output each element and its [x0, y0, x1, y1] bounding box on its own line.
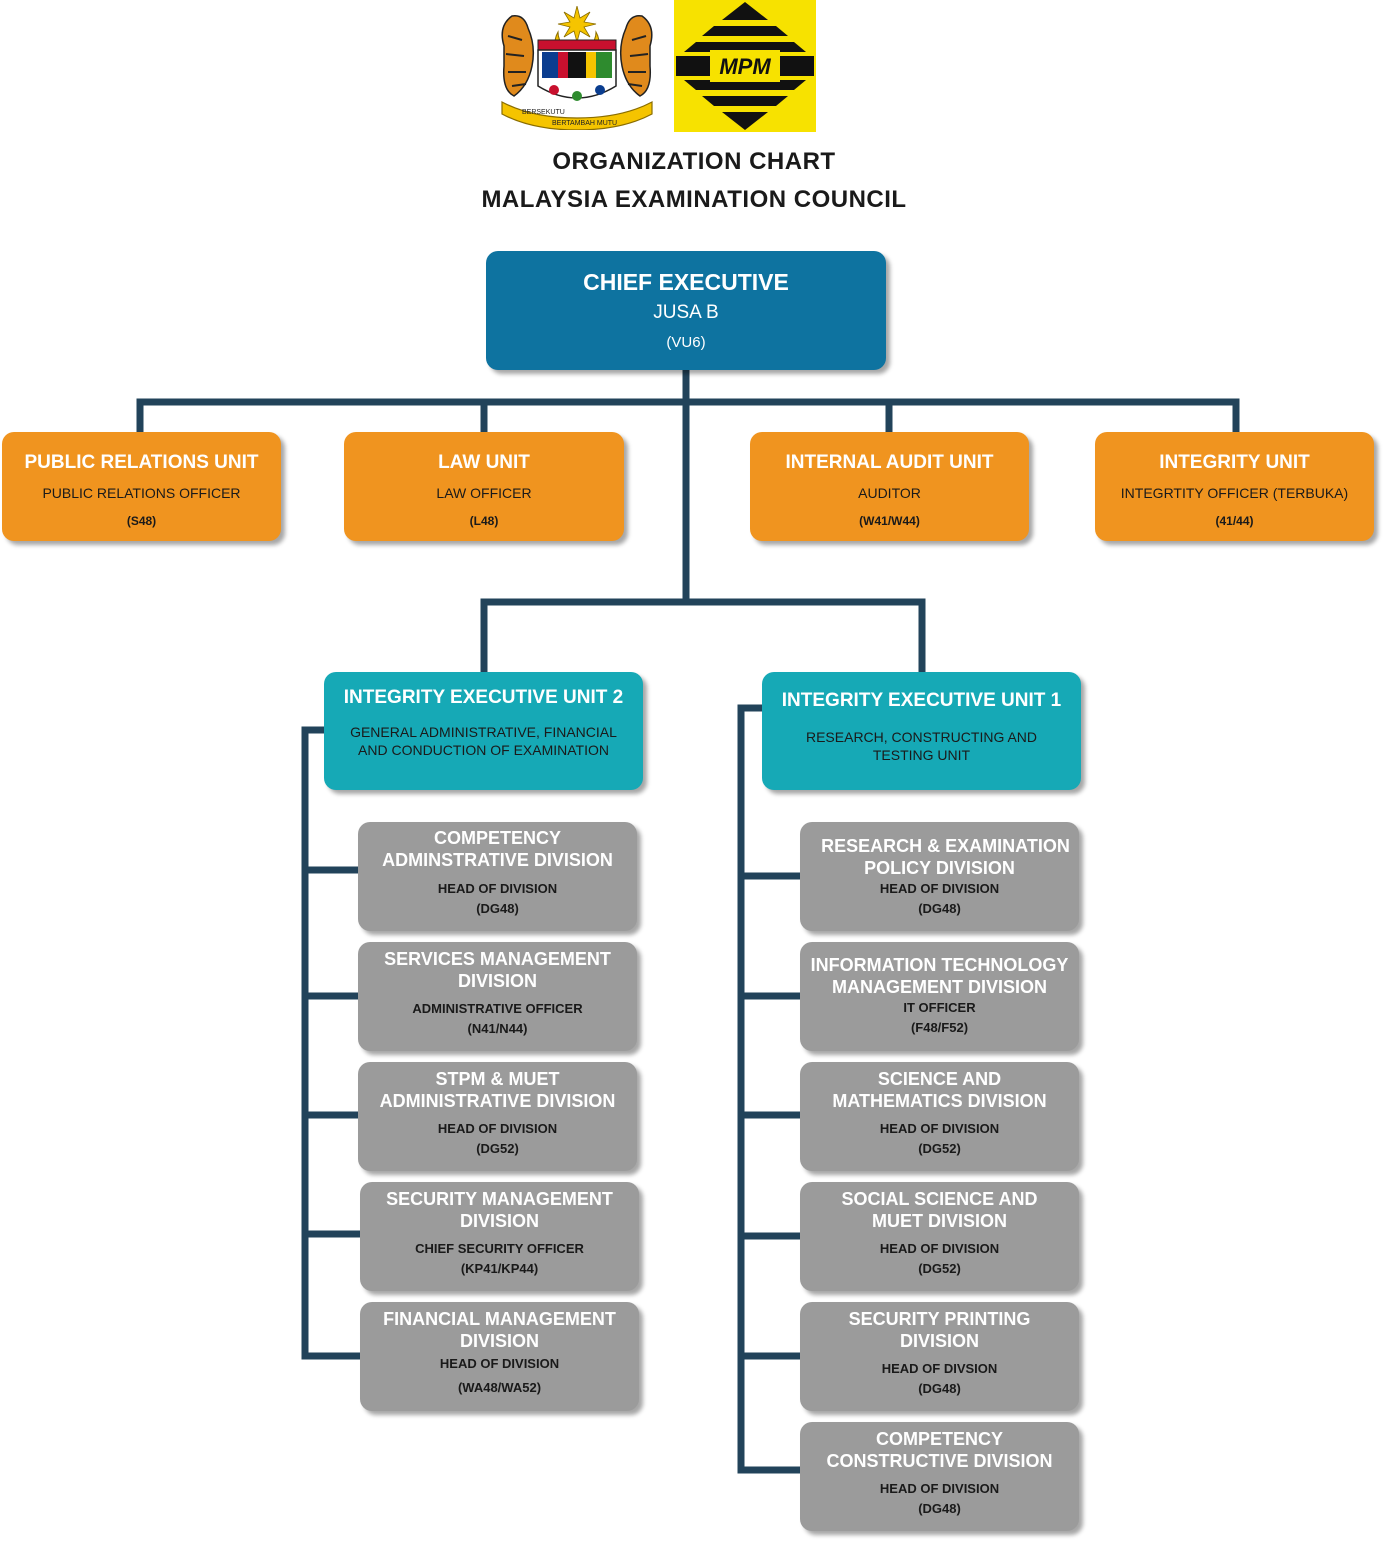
chief-grade: JUSA B	[653, 302, 719, 323]
division-code: (DG52)	[918, 1261, 961, 1276]
division-code: (DG48)	[918, 1381, 961, 1396]
division-code: (DG52)	[476, 1141, 519, 1156]
integrity-executive-unit-2: INTEGRITY EXECUTIVE UNIT 2 GENERAL ADMIN…	[324, 672, 643, 790]
svg-text:MPM: MPM	[719, 54, 771, 79]
division-title-line2: DIVISION	[899, 1331, 979, 1351]
exec-desc-line1: GENERAL ADMINISTRATIVE, FINANCIAL	[350, 724, 617, 740]
division-role: HEAD OF DIVISION	[437, 1121, 558, 1136]
division-role: HEAD OF DIVISION	[437, 881, 558, 896]
division-title-line2: DIVISION	[459, 1331, 539, 1351]
division-box: SECURITY MANAGEMENT DIVISION CHIEF SECUR…	[360, 1182, 639, 1291]
unit-title: INTEGRITY UNIT	[1159, 452, 1310, 473]
division-role: HEAD OF DIVISION	[879, 1121, 1000, 1136]
chart-subtitle: MALAYSIA EXAMINATION COUNCIL	[481, 186, 907, 213]
division-role: ADMINISTRATIVE OFFICER	[412, 1001, 583, 1016]
chief-title: CHIEF EXECUTIVE	[583, 269, 789, 295]
division-title-line2: DIVISION	[459, 1211, 539, 1231]
division-box: SERVICES MANAGEMENT DIVISION ADMINISTRAT…	[358, 942, 637, 1051]
division-role: HEAD OF DIVISION	[879, 881, 1000, 896]
division-title-line2: POLICY DIVISION	[864, 858, 1015, 878]
division-code: (N41/N44)	[467, 1021, 528, 1036]
unit-code: (S48)	[126, 514, 157, 528]
division-box: STPM & MUET ADMINISTRATIVE DIVISION HEAD…	[358, 1062, 637, 1171]
division-title-line1: COMPETENCY	[433, 828, 561, 848]
division-title-line1: FINANCIAL MANAGEMENT	[383, 1309, 616, 1329]
division-title-line1: SECURITY MANAGEMENT	[386, 1189, 613, 1209]
division-box: SCIENCE AND MATHEMATICS DIVISION HEAD OF…	[800, 1062, 1079, 1171]
unit-title: INTERNAL AUDIT UNIT	[785, 452, 994, 473]
division-title-line1: SCIENCE AND	[877, 1069, 1002, 1089]
unit-internal-audit: INTERNAL AUDIT UNIT AUDITOR (W41/W44)	[750, 432, 1029, 541]
division-role: CHIEF SECURITY OFFICER	[415, 1241, 584, 1256]
division-title-line1: STPM & MUET	[435, 1069, 560, 1089]
division-role: HEAD OF DIVISION	[439, 1356, 560, 1371]
division-title-line2: CONSTRUCTIVE DIVISION	[826, 1451, 1053, 1471]
exec-title: INTEGRITY EXECUTIVE UNIT 2	[343, 687, 624, 708]
division-code: (WA48/WA52)	[457, 1380, 542, 1395]
division-title-line1: RESEARCH & EXAMINATION	[821, 836, 1070, 856]
chief-code: (VU6)	[666, 334, 706, 351]
malaysia-crest-logo: BERSEKUTU BERTAMBAH MUTU	[492, 5, 662, 131]
unit-title: PUBLIC RELATIONS UNIT	[24, 452, 259, 473]
division-code: (F48/F52)	[910, 1020, 969, 1035]
division-title-line1: COMPETENCY	[875, 1429, 1003, 1449]
division-code: (DG52)	[918, 1141, 961, 1156]
division-title-line2: MUET DIVISION	[871, 1211, 1007, 1231]
unit-public-relations: PUBLIC RELATIONS UNIT PUBLIC RELATIONS O…	[2, 432, 281, 541]
division-box: FINANCIAL MANAGEMENT DIVISION HEAD OF DI…	[360, 1302, 639, 1411]
division-title-line1: SOCIAL SCIENCE AND	[841, 1189, 1038, 1209]
unit-role: PUBLIC RELATIONS OFFICER	[42, 485, 241, 501]
division-title-line2: DIVISION	[457, 971, 537, 991]
integrity-executive-unit-1: INTEGRITY EXECUTIVE UNIT 1 RESEARCH, CON…	[762, 672, 1081, 790]
unit-code: (L48)	[469, 514, 499, 528]
division-code: (KP41/KP44)	[460, 1261, 539, 1276]
unit-role: INTEGRTITY OFFICER (TERBUKA)	[1120, 485, 1349, 501]
division-box: INFORMATION TECHNOLOGY MANAGEMENT DIVISI…	[800, 942, 1079, 1051]
chart-title: ORGANIZATION CHART	[552, 148, 836, 175]
division-role: HEAD OF DIVISION	[879, 1481, 1000, 1496]
unit-code: (41/44)	[1215, 514, 1254, 528]
unit-code: (W41/W44)	[859, 514, 920, 528]
svg-text:BERSEKUTU: BERSEKUTU	[522, 109, 565, 116]
unit-role: AUDITOR	[858, 485, 921, 501]
division-role: HEAD OF DIVISION	[879, 1241, 1000, 1256]
connector-left-spine	[301, 726, 364, 1360]
division-title-line1: SECURITY PRINTING	[848, 1309, 1031, 1329]
division-code: (DG48)	[918, 901, 961, 916]
division-title-line2: ADMINISTRATIVE DIVISION	[379, 1091, 616, 1111]
division-code: (DG48)	[476, 901, 519, 916]
mpm-logo: MPM	[674, 0, 816, 132]
unit-role: LAW OFFICER	[436, 485, 532, 501]
division-title-line2: ADMINSTRATIVE DIVISION	[382, 850, 613, 870]
division-title-line2: MANAGEMENT DIVISION	[831, 977, 1047, 997]
division-box: RESEARCH & EXAMINATION POLICY DIVISION H…	[800, 822, 1079, 931]
exec-title: INTEGRITY EXECUTIVE UNIT 1	[781, 690, 1062, 711]
division-code: (DG48)	[918, 1501, 961, 1516]
svg-text:BERTAMBAH MUTU: BERTAMBAH MUTU	[552, 120, 617, 127]
unit-integrity: INTEGRITY UNIT INTEGRTITY OFFICER (TERBU…	[1095, 432, 1374, 541]
exec-desc-line2: TESTING UNIT	[872, 747, 971, 763]
division-box: SECURITY PRINTING DIVISION HEAD OF DIVSI…	[800, 1302, 1079, 1411]
division-box: SOCIAL SCIENCE AND MUET DIVISION HEAD OF…	[800, 1182, 1079, 1291]
chief-executive-box: CHIEF EXECUTIVE JUSA B (VU6)	[486, 251, 886, 370]
unit-law: LAW UNIT LAW OFFICER (L48)	[344, 432, 624, 541]
exec-desc-line1: RESEARCH, CONSTRUCTING AND	[805, 729, 1038, 745]
unit-title: LAW UNIT	[438, 452, 530, 473]
exec-desc-line2: AND CONDUCTION OF EXAMINATION	[358, 742, 609, 758]
division-role: IT OFFICER	[903, 1000, 976, 1015]
division-box: COMPETENCY ADMINSTRATIVE DIVISION HEAD O…	[358, 822, 637, 931]
division-box: COMPETENCY CONSTRUCTIVE DIVISION HEAD OF…	[800, 1422, 1079, 1531]
division-title-line2: MATHEMATICS DIVISION	[832, 1091, 1047, 1111]
division-title-line1: SERVICES MANAGEMENT	[384, 949, 611, 969]
connector-right-spine	[737, 704, 804, 1474]
division-title-line1: INFORMATION TECHNOLOGY	[810, 955, 1069, 975]
division-role: HEAD OF DIVSION	[881, 1361, 998, 1376]
